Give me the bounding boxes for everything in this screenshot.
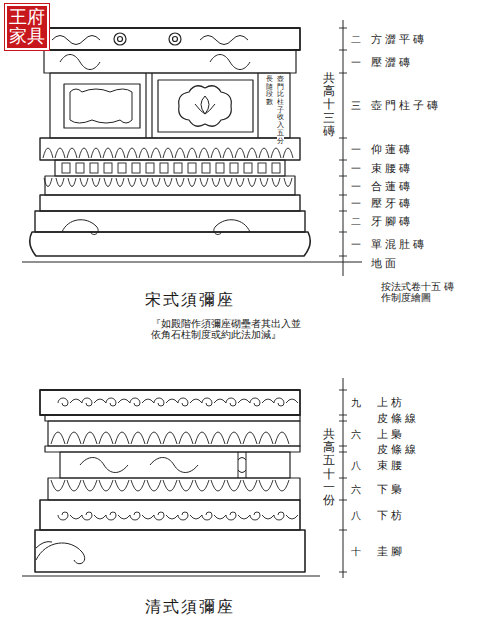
watermark-logo: 王府家具 bbox=[5, 4, 49, 50]
course-name: 束腰 bbox=[376, 459, 406, 471]
share-count: 六 bbox=[350, 484, 362, 495]
course-count: 一 bbox=[350, 163, 362, 174]
course-name: 上梟 bbox=[376, 428, 406, 440]
course-name: 上枋 bbox=[376, 396, 406, 408]
share-count: 十 bbox=[350, 546, 362, 557]
share-count: 八 bbox=[350, 460, 362, 471]
course-name: 下梟 bbox=[376, 483, 406, 495]
course-name: 單混肚磚 bbox=[370, 238, 428, 250]
diagram-title: 清式須彌座 bbox=[144, 598, 236, 616]
course-count: 二 bbox=[350, 34, 362, 45]
quote-note: 『如殿階作須彌座砌壘者其出入並依角石柱制度或約此法加減』 bbox=[150, 318, 304, 340]
panel-note: 長隨段數 bbox=[266, 76, 273, 107]
watermark-text: 王府家具 bbox=[9, 8, 45, 46]
source-note: 按法式卷十五 磚作制度繪圖 bbox=[380, 281, 460, 303]
total-height: 共高五十一份 bbox=[323, 428, 335, 507]
course-count: 一 bbox=[350, 144, 362, 155]
course-name: 壓牙磚 bbox=[370, 197, 414, 209]
course-name: 下枋 bbox=[376, 509, 406, 521]
course-name: 皮條線 bbox=[376, 412, 420, 424]
course-count: 一 bbox=[350, 57, 362, 68]
course-count: 一 bbox=[350, 239, 362, 250]
diagram-title: 宋式須彌座 bbox=[144, 291, 236, 309]
share-count: 六 bbox=[350, 429, 362, 440]
course-count: 一 bbox=[350, 198, 362, 209]
share-count: 八 bbox=[350, 510, 362, 521]
course-count: 三 bbox=[350, 100, 362, 111]
ground-label: 地面 bbox=[370, 257, 400, 269]
course-count: 一 bbox=[350, 181, 362, 192]
course-name: 壓澀磚 bbox=[370, 56, 414, 68]
course-count: 二 bbox=[350, 216, 362, 227]
course-name: 合蓮磚 bbox=[370, 180, 414, 192]
course-name: 皮條線 bbox=[376, 443, 420, 455]
course-name: 方澀平磚 bbox=[370, 33, 428, 45]
course-name: 圭腳 bbox=[376, 545, 406, 557]
course-name: 壺門柱子磚 bbox=[370, 99, 442, 111]
panel-note: 壺門比柱子收入五分 bbox=[277, 76, 284, 145]
course-name: 仰蓮磚 bbox=[370, 143, 414, 155]
total-height: 共高十三磚 bbox=[323, 72, 335, 138]
course-name: 束腰磚 bbox=[370, 162, 414, 174]
course-name: 牙腳磚 bbox=[370, 215, 414, 227]
share-count: 九 bbox=[350, 397, 362, 408]
